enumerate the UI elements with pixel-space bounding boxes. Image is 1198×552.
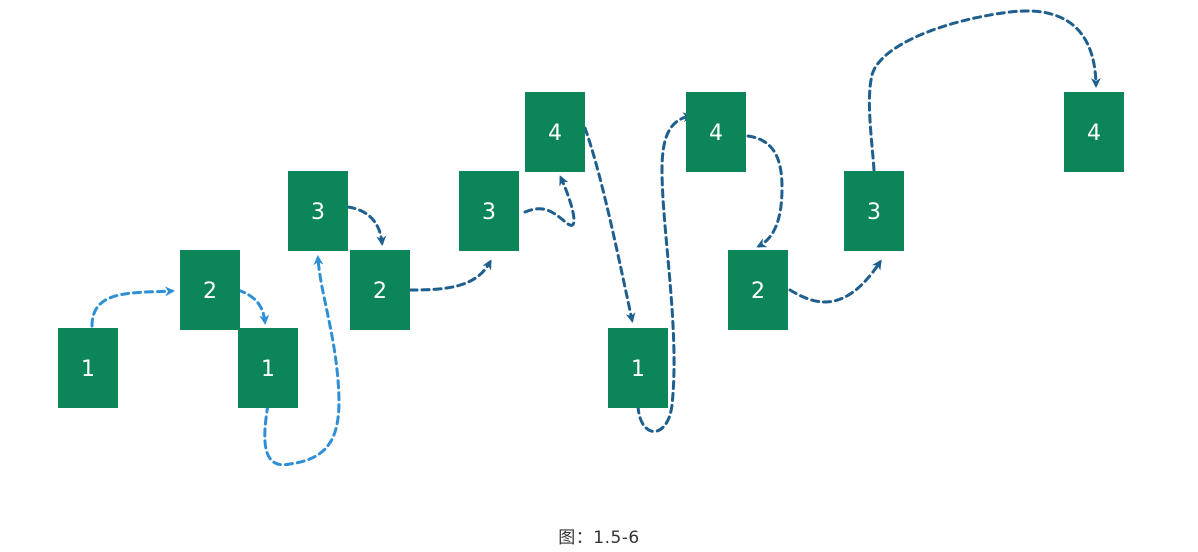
block-rect [350, 250, 410, 330]
block-rect [525, 92, 585, 172]
block-label: 3 [867, 200, 881, 225]
block-b3: 1 [238, 328, 298, 408]
block-rect [728, 250, 788, 330]
block-label: 1 [631, 357, 645, 382]
block-b10: 2 [728, 250, 788, 330]
block-b9: 4 [686, 92, 746, 172]
block-label: 4 [548, 121, 562, 146]
block-rect [459, 171, 519, 251]
block-rect [1064, 92, 1124, 172]
arrow-layer [90, 9, 1101, 467]
arrow-b6-to-b7 [523, 175, 576, 227]
block-b6: 3 [459, 171, 519, 251]
block-rect [180, 250, 240, 330]
block-b12: 4 [1064, 92, 1124, 172]
arrow-b2-to-b3 [236, 288, 270, 325]
arrow-b9-to-b10 [746, 134, 784, 248]
block-b4: 3 [288, 171, 348, 251]
block-layer: 1 2 1 3 2 3 4 1 4 2 3 4 [58, 92, 1124, 408]
block-label: 3 [482, 200, 496, 225]
block-rect [238, 328, 298, 408]
arrow-b1-to-b2 [90, 286, 175, 328]
block-b1: 1 [58, 328, 118, 408]
block-label: 2 [203, 279, 217, 304]
block-rect [58, 328, 118, 408]
block-label: 1 [261, 357, 275, 382]
block-label: 4 [709, 121, 723, 146]
block-label: 3 [311, 200, 325, 225]
arrow-b7-to-b8 [583, 126, 636, 323]
block-b7: 4 [525, 92, 585, 172]
block-label: 4 [1087, 121, 1101, 146]
arrow-b10-to-b11 [788, 259, 882, 304]
block-label: 1 [81, 357, 95, 382]
block-rect [686, 92, 746, 172]
block-rect [844, 171, 904, 251]
arrow-b4-to-b5 [346, 205, 387, 246]
block-b11: 3 [844, 171, 904, 251]
arrow-b5-to-b6 [408, 259, 492, 292]
block-b2: 2 [180, 250, 240, 330]
figure-caption: 图：1.5-6 [558, 528, 640, 548]
block-label: 2 [751, 279, 765, 304]
block-b8: 1 [608, 328, 668, 408]
arrow-b11-to-b12 [867, 9, 1101, 172]
block-b5: 2 [350, 250, 410, 330]
arrow-b8-to-b9 [636, 112, 693, 433]
block-rect [288, 171, 348, 251]
arrow-b3-to-b4 [263, 255, 341, 467]
block-rect [608, 328, 668, 408]
block-label: 2 [373, 279, 387, 304]
